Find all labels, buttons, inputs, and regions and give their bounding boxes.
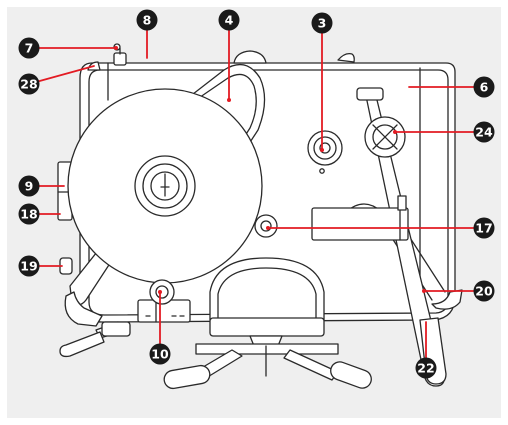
callout-3: 3 xyxy=(311,12,333,34)
callout-8: 8 xyxy=(136,9,158,31)
callout-3-label: 3 xyxy=(318,16,327,31)
cabinet-inner-outline xyxy=(88,69,449,316)
callout-19: 19 xyxy=(18,255,40,277)
left-handle-knob xyxy=(101,321,131,337)
callout-22-label: 22 xyxy=(417,361,434,376)
callout-8-label: 8 xyxy=(143,13,152,28)
callout-22: 22 xyxy=(415,357,437,379)
leader-dot-17 xyxy=(266,226,270,230)
leader-dot-7 xyxy=(114,46,118,50)
leader-28 xyxy=(35,65,95,83)
callout-18: 18 xyxy=(18,203,40,225)
center-arch xyxy=(209,257,325,321)
callout-20: 20 xyxy=(473,280,495,302)
left-foot xyxy=(64,291,103,327)
callout-24: 24 xyxy=(473,121,495,143)
top-hinge-left xyxy=(233,50,267,64)
gauge-indicator-dot xyxy=(319,168,325,174)
spreader-right xyxy=(283,349,339,381)
valve-disc-spokes xyxy=(372,124,398,150)
callout-18-label: 18 xyxy=(20,207,37,222)
leader-dot-3 xyxy=(320,148,324,152)
callout-28: 28 xyxy=(18,73,40,95)
top-switch xyxy=(113,52,127,66)
top-hinge-right xyxy=(337,52,355,63)
leader-dot-10 xyxy=(158,290,162,294)
callout-6-label: 6 xyxy=(480,80,489,95)
callout-6: 6 xyxy=(473,76,495,98)
callout-28-label: 28 xyxy=(20,77,37,92)
callout-7: 7 xyxy=(18,37,40,59)
reel-hub-spindle xyxy=(160,173,170,197)
center-base-plate xyxy=(209,317,325,337)
center-arch-inner xyxy=(217,267,317,321)
callout-20-label: 20 xyxy=(475,284,493,299)
callout-10: 10 xyxy=(149,343,171,365)
knob-17-inner xyxy=(260,220,272,232)
callout-4-label: 4 xyxy=(225,13,234,28)
callout-19-label: 19 xyxy=(20,259,37,274)
bracket-clip xyxy=(397,195,407,211)
callout-10-label: 10 xyxy=(151,347,169,362)
callout-9: 9 xyxy=(18,175,40,197)
lever-top-cap xyxy=(356,87,384,101)
callout-24-label: 24 xyxy=(475,125,493,140)
callout-9-label: 9 xyxy=(25,179,34,194)
left-grip xyxy=(59,331,105,358)
belt-inner xyxy=(189,73,257,157)
callout-7-label: 7 xyxy=(25,41,34,56)
callout-17: 17 xyxy=(473,217,495,239)
center-crossbar xyxy=(195,343,339,355)
spreader-left-grip xyxy=(163,364,211,390)
leader-dot-24 xyxy=(393,130,397,134)
callout-17-label: 17 xyxy=(475,221,492,236)
callout-4: 4 xyxy=(218,9,240,31)
spreader-right-grip xyxy=(330,361,372,389)
leader-dot-20 xyxy=(422,289,426,293)
mounting-bracket xyxy=(311,207,409,241)
leader-dot-4 xyxy=(227,98,231,102)
